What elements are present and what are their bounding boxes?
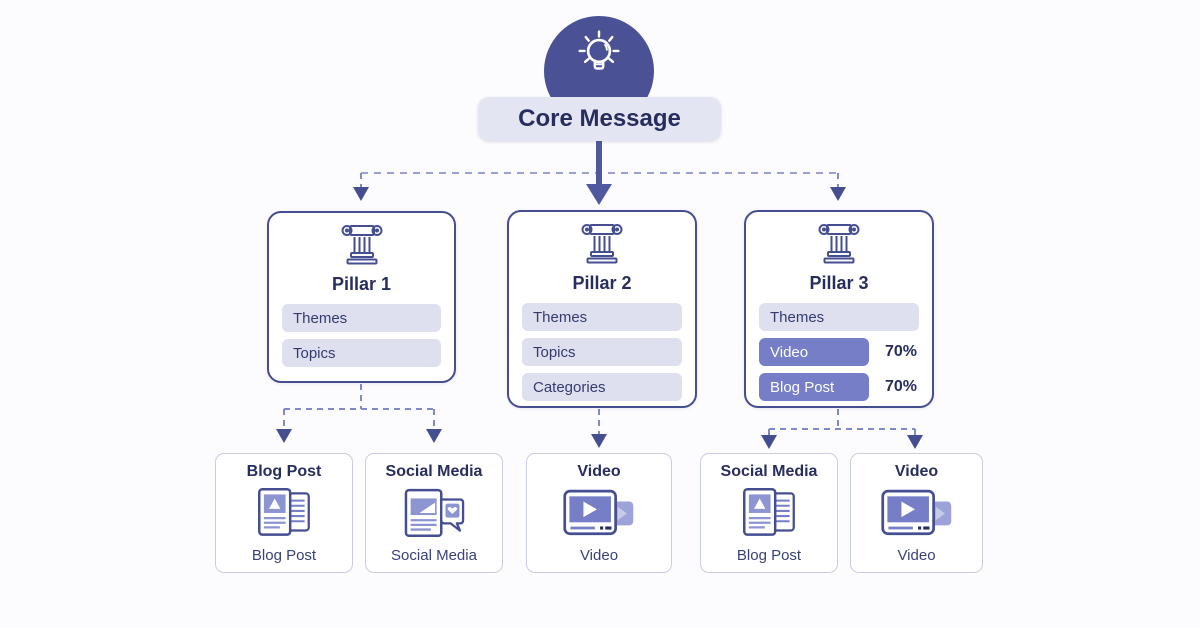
content-card-title: Social Media — [720, 463, 818, 480]
pillar-row-value: 70% — [884, 378, 917, 395]
content-card-caption: Video — [897, 547, 936, 564]
content-card-title: Video — [894, 463, 939, 480]
pillar-row-value: 70% — [884, 343, 917, 360]
blog-post-icon — [736, 481, 802, 547]
video-icon — [560, 481, 638, 547]
content-card-video-2: Video Video — [850, 453, 983, 573]
pillar-row-with-value: Blog Post 70% — [759, 373, 919, 401]
content-card-title: Blog Post — [246, 463, 322, 480]
pillar-row: Topics — [522, 338, 682, 366]
video-icon — [878, 481, 956, 547]
social-media-icon — [399, 481, 469, 547]
pillar-row-bar: Blog Post — [759, 373, 869, 401]
pillar-row: Themes — [759, 303, 919, 331]
pillar-row-bar: Video — [759, 338, 869, 366]
pillar-title: Pillar 1 — [331, 274, 392, 294]
content-card-social-media-2: Social Media Blog Post — [700, 453, 838, 573]
pillar-title: Pillar 2 — [572, 273, 632, 293]
pillar-rows: Themes Video 70% Blog Post 70% — [746, 303, 932, 401]
content-card-blog-post: Blog Post Blog Post — [215, 453, 353, 573]
pillar-row-with-value: Video 70% — [759, 338, 919, 366]
pillar-row: Themes — [522, 303, 682, 331]
content-card-caption: Blog Post — [736, 547, 802, 564]
pillar-row: Themes — [282, 304, 441, 332]
pillar-row: Categories — [522, 373, 682, 401]
pillar-3-card: Pillar 3 Themes Video 70% Blog Post 70% — [744, 210, 934, 408]
pillar-rows: Themes Topics Categories — [509, 303, 695, 401]
content-card-title: Video — [577, 463, 621, 480]
content-card-title: Social Media — [385, 463, 483, 480]
content-card-caption: Social Media — [391, 547, 477, 564]
lightbulb-icon — [570, 28, 628, 91]
core-message-label: Core Message — [478, 97, 721, 141]
column-icon — [338, 222, 386, 271]
content-card-video: Video Video — [526, 453, 672, 573]
content-card-caption: Video — [579, 547, 619, 564]
pillar-2-card: Pillar 2 Themes Topics Categories — [507, 210, 697, 408]
pillar-title: Pillar 3 — [809, 273, 869, 293]
content-card-social-media: Social Media Social Media — [365, 453, 503, 573]
pillar-row: Topics — [282, 339, 441, 367]
blog-post-icon — [251, 481, 317, 547]
pillar-1-card: Pillar 1 Themes Topics — [267, 211, 456, 383]
content-card-caption: Blog Post — [251, 547, 317, 564]
column-icon — [815, 221, 863, 270]
column-icon — [578, 221, 626, 270]
pillar-rows: Themes Topics — [269, 304, 454, 367]
